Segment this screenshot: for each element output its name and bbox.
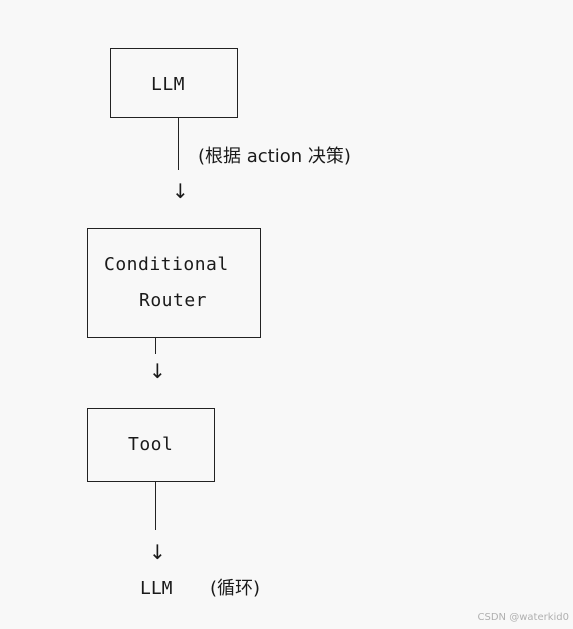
- loop-edge-label: (循环): [210, 578, 261, 599]
- llm-node: [110, 48, 238, 118]
- connector-llm-router: [178, 118, 179, 170]
- watermark: CSDN @waterkid0: [477, 612, 569, 623]
- tool-node-label: Tool: [128, 434, 174, 455]
- arrow-down-icon: ↓: [149, 359, 166, 383]
- router-node-label-line2: Router: [139, 290, 208, 311]
- arrow-down-icon: ↓: [172, 179, 189, 203]
- llm-router-edge-label: (根据 action 决策): [198, 146, 351, 167]
- connector-tool-llm: [155, 482, 156, 530]
- llm-loop-node-label: LLM: [140, 578, 173, 599]
- conditional-router-node: [87, 228, 261, 338]
- arrow-down-icon: ↓: [149, 540, 166, 564]
- connector-router-tool: [155, 338, 156, 354]
- tool-node: [87, 408, 215, 482]
- llm-node-label: LLM: [151, 74, 186, 95]
- router-node-label-line1: Conditional: [104, 254, 229, 275]
